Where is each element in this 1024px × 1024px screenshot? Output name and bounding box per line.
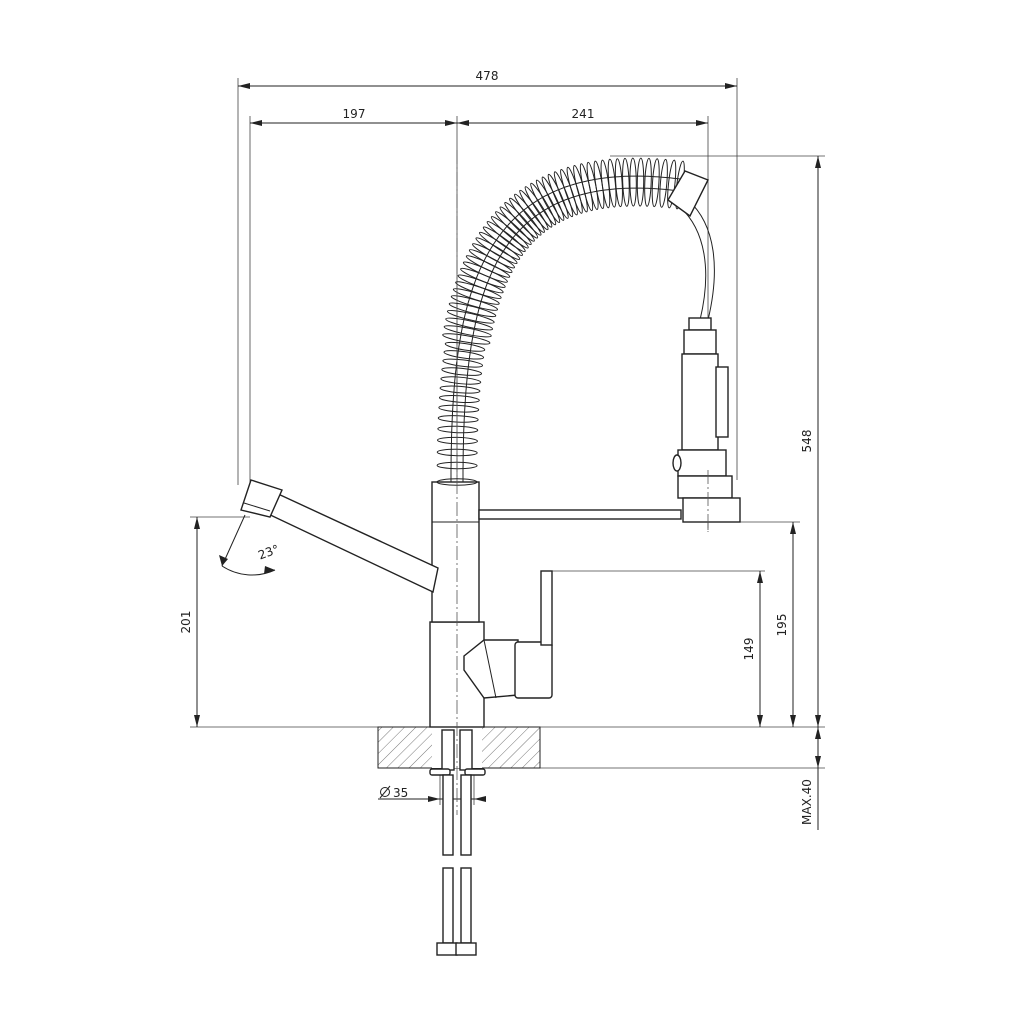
spring-coil [437, 436, 478, 445]
spring-coil [495, 211, 532, 245]
spring-coil [437, 425, 479, 434]
spring-coil [547, 173, 569, 219]
spring-coil [636, 157, 645, 207]
spring-hose [436, 157, 685, 486]
countertop-section [377, 726, 541, 769]
spring-coil [448, 302, 497, 318]
spring-coil [482, 226, 523, 256]
spring-coil [445, 317, 494, 331]
spring-coil [438, 404, 480, 413]
spring-coil [460, 267, 506, 288]
dim-hole-diameter: 35 [393, 786, 408, 800]
dim-total-height: 548 [800, 430, 814, 453]
hose-edge [450, 175, 681, 482]
spring-coil [504, 202, 539, 239]
spring-coil [535, 179, 561, 224]
dimension-labels: 478 197 241 548 201 195 149 23° 35 MAX.4… [179, 69, 814, 825]
supply-hoses [429, 729, 486, 956]
dim-max-thickness: MAX.40 [800, 779, 814, 825]
spring-coil [644, 157, 652, 207]
spray-head [667, 170, 741, 523]
spring-coil [438, 395, 480, 403]
dim-left-reach: 197 [343, 107, 366, 121]
spring-coil [475, 237, 518, 264]
spring-coil [479, 231, 521, 260]
spring-coil [440, 376, 482, 385]
spring-coil [553, 171, 574, 218]
spring-coil [457, 274, 504, 294]
spring-coil [442, 333, 491, 345]
spring-coil [439, 385, 481, 394]
diameter-symbol-icon [379, 785, 391, 799]
spring-coil [614, 158, 623, 208]
dim-head-height: 195 [775, 614, 789, 637]
spring-coil [659, 158, 668, 208]
center-lines [456, 150, 709, 815]
spring-coil [437, 415, 479, 423]
dim-lever-height: 149 [742, 638, 756, 661]
spring-coil [441, 367, 483, 376]
spring-coil [499, 206, 535, 242]
spring-coil [465, 255, 511, 278]
spring-coil [524, 186, 553, 228]
spring-coil [446, 309, 495, 324]
dim-spout-height: 201 [179, 611, 193, 634]
spring-coil [519, 189, 549, 231]
spring-coil [486, 221, 526, 253]
spring-coil [600, 159, 611, 209]
spring-coil [541, 176, 565, 221]
spring-coil [622, 157, 630, 207]
spring-coil [509, 197, 542, 236]
spring-coil [566, 166, 583, 214]
spring-coil [530, 182, 557, 226]
spring-coil [651, 158, 660, 208]
spring-coil [444, 341, 486, 352]
dimension-lines [194, 83, 821, 830]
dim-right-reach: 241 [572, 107, 595, 121]
hose-edge [462, 187, 680, 482]
spring-coil [442, 358, 484, 368]
spring-coil [593, 160, 605, 210]
spring-coil [455, 281, 502, 299]
spring-coil [443, 350, 485, 360]
spring-coil [629, 157, 637, 207]
faucet-body [240, 479, 682, 728]
spring-coil [443, 325, 492, 338]
spring-coil [514, 193, 545, 233]
dim-spout-angle: 23° [256, 542, 281, 562]
spring-coil [490, 216, 529, 249]
dim-overall-width: 478 [476, 69, 499, 83]
spring-coil [667, 159, 677, 209]
